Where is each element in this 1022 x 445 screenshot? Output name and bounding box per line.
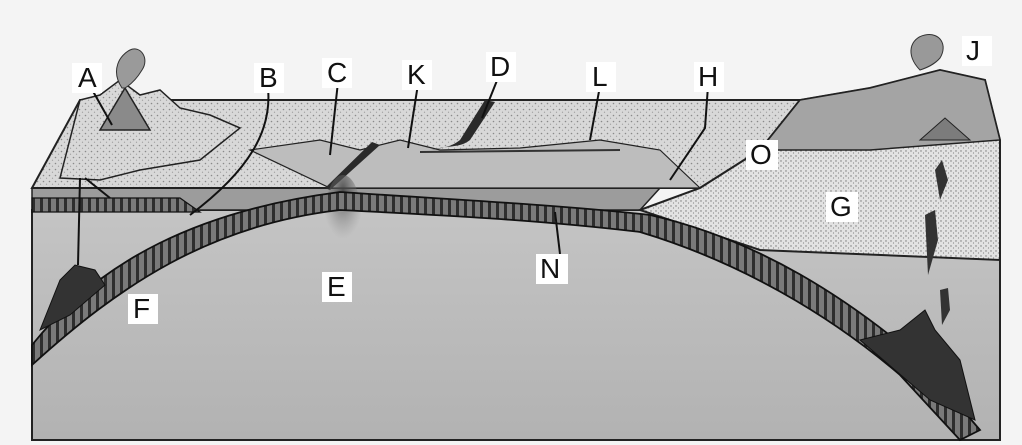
volcano-plume-J — [911, 35, 943, 70]
label-D: D — [490, 51, 510, 82]
volcano-plume-A — [117, 49, 145, 88]
label-L: L — [592, 61, 608, 92]
label-G: G — [830, 191, 852, 222]
label-N: N — [540, 253, 560, 284]
label-H: H — [698, 61, 718, 92]
mantle-upwelling — [325, 175, 361, 255]
left-plate-strip — [32, 198, 200, 212]
label-F: F — [133, 293, 150, 324]
label-K: K — [407, 59, 426, 90]
label-O: O — [750, 139, 772, 170]
label-E: E — [327, 271, 346, 302]
label-C: C — [327, 57, 347, 88]
label-J: J — [966, 35, 980, 66]
label-A: A — [78, 62, 97, 93]
label-B: B — [259, 62, 278, 93]
